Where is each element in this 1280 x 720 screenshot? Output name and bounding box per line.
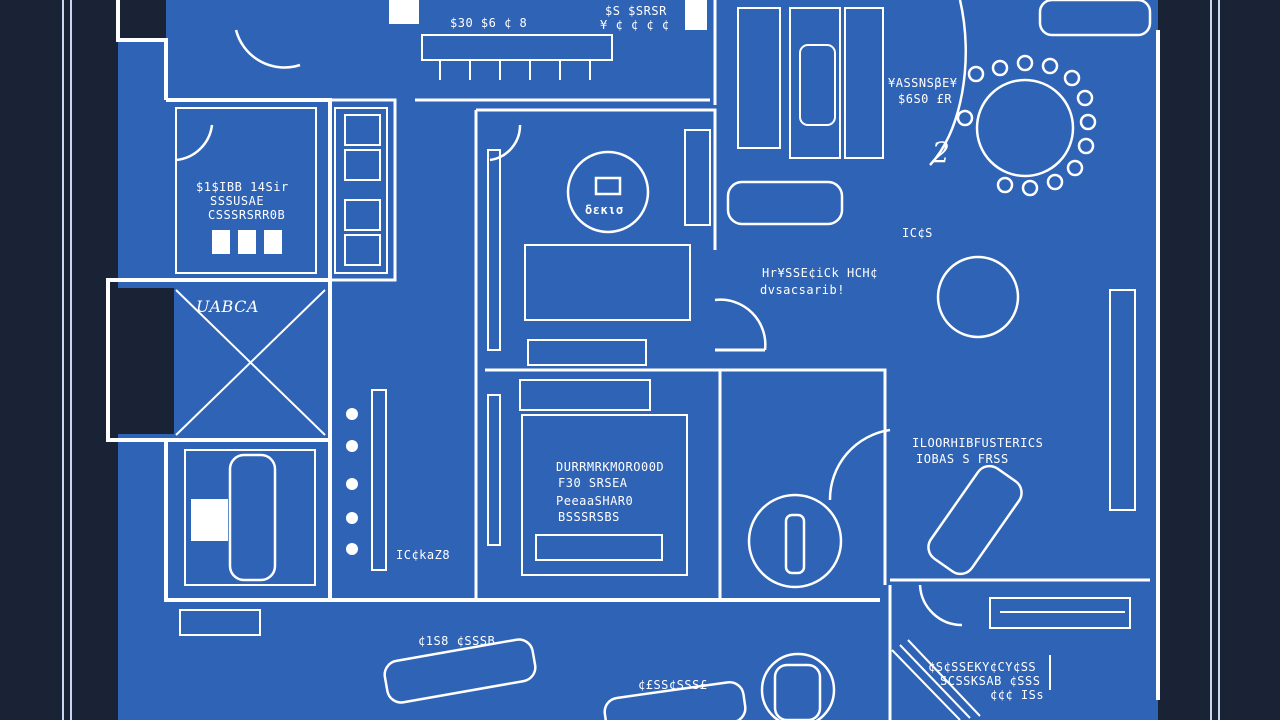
label-round-table-number: 2 [932, 136, 951, 169]
label-cross-room: UABCA [196, 297, 259, 316]
side-column-2 [487, 394, 501, 546]
dining-table-top [421, 34, 613, 61]
label-bottom-right-1: ¢S¢SSEKY¢CY¢SS [928, 660, 1037, 674]
dark-notch-top [118, 0, 166, 38]
label-left-room-2: SSSUSAE [210, 194, 265, 208]
mid-room-frame [521, 414, 688, 576]
label-circle: δεκισ [585, 203, 624, 217]
interior-walls [330, 0, 1150, 720]
door-swing-3 [489, 124, 522, 162]
parking-bay-2 [789, 7, 841, 159]
label-car: IC¢S [902, 226, 933, 240]
right-frame-line-inner [1210, 0, 1212, 720]
label-top-right: $S $SRSR [605, 4, 667, 18]
left-frame-line-outer [62, 0, 64, 720]
elevator-core [184, 449, 316, 586]
elevator-block [191, 499, 228, 541]
car-top-right [1038, 0, 1152, 37]
parking-stall-car [799, 44, 836, 126]
right-room-inner [334, 107, 388, 274]
label-bottom-left: ¢1S8 ¢SSSB [418, 634, 496, 648]
store-room-2 [344, 149, 381, 181]
store-room-1 [344, 114, 381, 146]
label-right-mid-2: IOBAS S FRSS [916, 452, 1009, 466]
center-room-inner [524, 244, 691, 321]
bottom-circle-symbol [760, 652, 836, 720]
round-table-group [929, 0, 1097, 197]
label-mid-room-3: PeeaaSHAR0 [556, 494, 634, 508]
bottom-left-bench [179, 609, 261, 636]
chair-row-left [212, 0, 711, 571]
label-mid-room-1: DURRMRKMORO00D [556, 460, 665, 474]
bottom-right-box [989, 597, 1131, 629]
label-bottom-mid: ¢£SS¢SSS£ [638, 678, 708, 692]
mid-room-bench [535, 534, 663, 561]
side-column [487, 149, 501, 351]
round-table-arc [929, 0, 968, 166]
parking-bay-3 [844, 7, 884, 159]
car-bottom-circle [773, 663, 822, 720]
label-top-center: $30 $6 ¢ 8 [450, 16, 528, 30]
round-table [975, 78, 1075, 178]
store-room-4 [344, 234, 381, 266]
label-top-right-2: ¥ ¢ ¢ ¢ ¢ [600, 18, 670, 32]
label-right-side-2: $6S0 £R [898, 92, 953, 106]
circle-symbols [175, 29, 1020, 720]
door-swing-1 [714, 298, 767, 351]
door-swing-2 [175, 124, 214, 162]
label-right-mid-1: ILOORHIBFUSTERICS [912, 436, 1044, 450]
door-swing-5 [828, 428, 891, 501]
car-bottom-left [383, 638, 537, 704]
label-left-bottom: IC¢kaZ8 [396, 548, 451, 562]
dark-cutout-left [118, 288, 174, 434]
door-swing-4 [918, 584, 963, 627]
left-room-inner [175, 107, 317, 274]
label-mid-room-4: BSSSRSBS [558, 510, 620, 524]
car-right-angled [927, 464, 1023, 576]
right-frame-line-outer [1218, 0, 1220, 720]
stairs-bottom-right [891, 611, 1125, 720]
label-mid-room-2: F30 SRSEA [558, 476, 628, 490]
parking-bay-1 [737, 7, 781, 149]
label-bottom-right-2: SCSSKSAB ¢SSS [940, 674, 1041, 688]
mid-circle-symbol [747, 493, 843, 589]
car-center-right [726, 180, 844, 226]
label-center-right-2: dvsacsarib! [760, 283, 845, 297]
car-left-garage [228, 453, 277, 582]
right-column-bank [1109, 289, 1136, 511]
store-room-3 [344, 199, 381, 231]
bench-upper [519, 379, 651, 411]
top-arc [234, 29, 301, 69]
right-circle-symbol [936, 255, 1020, 339]
label-left-room-3: CSSSRSRR0B [208, 208, 286, 222]
furniture-lines [175, 7, 1136, 636]
label-left-room-1: $1$IBB 14Sir [196, 180, 289, 194]
center-circle-symbol [566, 150, 650, 234]
center-room-bench [527, 339, 647, 366]
cross-room-diag-2 [175, 289, 326, 436]
label-right-side-1: ¥ASSNSβE¥ [888, 76, 958, 90]
left-frame-line-inner [70, 0, 72, 720]
label-center-right-1: Hr¥SSE¢iCk HCH¢ [762, 266, 878, 280]
label-bottom-right-3: ¢¢¢ ISs [990, 688, 1045, 702]
